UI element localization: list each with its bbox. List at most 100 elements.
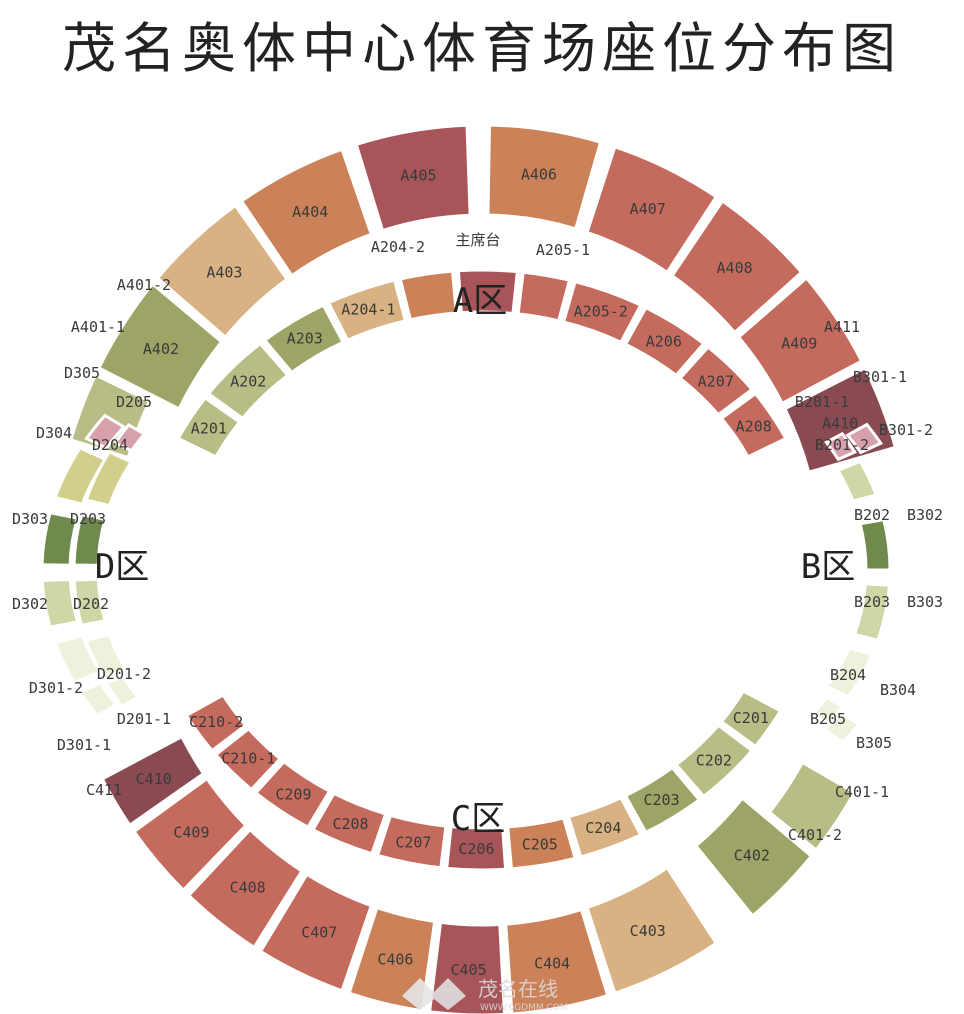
section-a201[interactable] — [176, 395, 242, 459]
label-c207: C207 — [395, 833, 431, 851]
section-a408[interactable] — [670, 198, 804, 335]
section-b205[interactable] — [810, 695, 845, 726]
zone-a-label: A区 — [453, 281, 507, 321]
label-c405: C405 — [451, 961, 487, 979]
section-d201-2[interactable] — [84, 450, 134, 508]
section-c202[interactable] — [674, 723, 755, 799]
section-b201-1[interactable] — [824, 431, 857, 462]
section-d305[interactable] — [77, 681, 119, 718]
section-c410[interactable] — [100, 734, 206, 828]
label-b201-1: B201-1 — [795, 393, 849, 411]
section-d205[interactable] — [104, 674, 140, 709]
label-c204: C204 — [585, 819, 621, 837]
section-a205-1[interactable] — [516, 270, 572, 323]
section-a204-2[interactable] — [398, 269, 458, 322]
seat-sections — [40, 123, 898, 1014]
label-c203: C203 — [643, 791, 679, 809]
label-d201-2: D201-2 — [97, 665, 151, 683]
label-d301-1: D301-1 — [57, 736, 111, 754]
label-b305: B305 — [856, 734, 892, 752]
section-a206[interactable] — [623, 305, 706, 378]
label-d203: D203 — [70, 510, 106, 528]
label-c401-2: C401-2 — [788, 826, 842, 844]
label-a408: A408 — [717, 259, 753, 277]
label-a409: A409 — [781, 334, 817, 352]
section-b301-1[interactable] — [845, 422, 884, 455]
label-c401-1: C401-1 — [835, 783, 889, 801]
label-a401-1: A401-1 — [71, 318, 125, 336]
section-vip[interactable] — [456, 268, 519, 316]
section-c408[interactable] — [186, 827, 304, 950]
section-c409[interactable] — [132, 776, 248, 893]
section-d204[interactable] — [84, 632, 129, 681]
section-c206[interactable] — [445, 824, 508, 872]
label-d305: D305 — [64, 364, 100, 382]
label-b203: B203 — [854, 593, 890, 611]
section-c401-2[interactable] — [767, 760, 857, 853]
section-d301-1[interactable] — [84, 413, 127, 451]
label-d304: D304 — [36, 424, 72, 442]
label-a401-2: A401-2 — [117, 276, 171, 294]
section-a205-2[interactable] — [561, 279, 643, 345]
section-d302[interactable] — [40, 511, 80, 567]
section-c204[interactable] — [566, 795, 643, 859]
section-b202[interactable] — [858, 517, 892, 572]
zone-d-label: D区 — [95, 547, 149, 587]
label-b205: B205 — [810, 710, 846, 728]
section-c407[interactable] — [258, 872, 374, 993]
label-c407: C407 — [301, 924, 337, 942]
label-d302: D302 — [12, 595, 48, 613]
section-a409[interactable] — [736, 275, 864, 406]
section-a207[interactable] — [677, 345, 755, 417]
label-a207: A207 — [698, 373, 734, 391]
section-c404[interactable] — [504, 907, 610, 1014]
section-a204-1[interactable] — [326, 278, 408, 343]
section-b204[interactable] — [824, 645, 875, 700]
label-a202: A202 — [230, 373, 266, 391]
zone-b-label: B区 — [801, 547, 855, 587]
section-a407[interactable] — [585, 144, 719, 275]
section-a403[interactable] — [155, 203, 290, 340]
label-a403: A403 — [206, 264, 242, 282]
label-c410: C410 — [136, 770, 172, 788]
label-c210-1: C210-1 — [221, 749, 275, 767]
label-d201-1: D201-1 — [117, 710, 171, 728]
section-a203[interactable] — [262, 303, 346, 375]
label-b204: B204 — [830, 666, 866, 684]
label-a205-1: A205-1 — [536, 241, 590, 259]
section-c402[interactable] — [693, 796, 814, 918]
section-a202[interactable] — [206, 341, 290, 421]
label-a208: A208 — [736, 417, 772, 435]
section-b203[interactable] — [852, 582, 892, 642]
section-c208[interactable] — [310, 791, 388, 856]
label-c209: C209 — [275, 785, 311, 803]
label-c403: C403 — [630, 922, 666, 940]
watermark-brand: 茂名在线 — [478, 977, 558, 1001]
section-c403[interactable] — [585, 865, 719, 996]
section-a208[interactable] — [719, 391, 788, 459]
section-c207[interactable] — [375, 813, 448, 870]
section-c210-2[interactable] — [184, 693, 248, 753]
section-d201-1[interactable] — [113, 423, 147, 453]
section-d202[interactable] — [72, 512, 107, 567]
section-b305[interactable] — [822, 711, 862, 745]
watermark-logo-icon — [402, 978, 466, 1010]
section-b201-2[interactable] — [835, 459, 879, 503]
label-a402: A402 — [143, 340, 179, 358]
label-c406: C406 — [377, 951, 413, 969]
section-a406[interactable] — [486, 123, 603, 231]
section-c205[interactable] — [506, 816, 578, 871]
section-d203[interactable] — [72, 577, 107, 628]
section-a402[interactable] — [96, 281, 224, 411]
section-a405[interactable] — [354, 123, 472, 233]
section-d303[interactable] — [40, 577, 80, 629]
section-c210-1[interactable] — [213, 726, 283, 792]
section-c203[interactable] — [623, 765, 702, 835]
section-c201[interactable] — [719, 689, 783, 749]
section-a404[interactable] — [239, 147, 374, 278]
section-c209[interactable] — [253, 759, 332, 830]
label-a206: A206 — [646, 332, 682, 350]
label-vip: 主席台 — [455, 231, 500, 249]
page-title: 茂名奥体中心体育场座位分布图 — [62, 17, 902, 80]
